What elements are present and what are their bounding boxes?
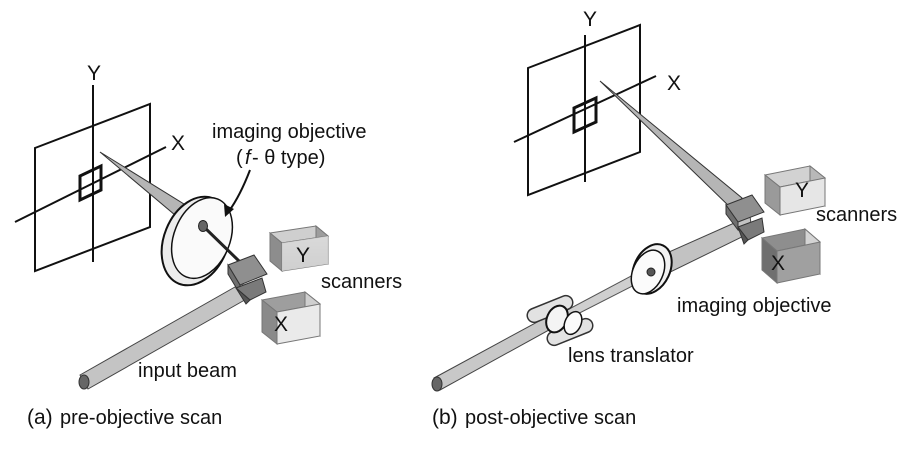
scanner-mirrors-b [725, 194, 765, 245]
objective-lens-a [160, 195, 242, 287]
svg-text:(: ( [236, 147, 243, 169]
scanner-box-x-b [760, 227, 822, 285]
axis-label-y-b: Y [583, 8, 597, 31]
svg-text:(b): (b) [432, 406, 458, 429]
svg-text:(a): (a) [27, 406, 53, 429]
scanner-box-y-b [763, 164, 827, 217]
image-plane-a [14, 85, 167, 273]
scanners-label-a: scanners [321, 271, 402, 293]
objective-label-b: imaging objective [677, 295, 832, 317]
panel-a: Y X imaging objective ( f - θ type) [14, 62, 402, 429]
scanner-box-x-a [260, 290, 322, 346]
x-axis-line-b [513, 75, 657, 143]
input-beam-label-a: input beam [138, 360, 237, 382]
axis-label-x-b: X [667, 72, 681, 95]
objective-label-a-line1: imaging objective [212, 121, 367, 143]
scan-spot-b [572, 95, 598, 135]
scanners-label-b: scanners [816, 204, 897, 226]
axis-label-y-a: Y [87, 62, 101, 85]
svg-text:f: f [245, 147, 253, 169]
scanner-mirrors-a [227, 254, 268, 305]
lens-translator-b [526, 294, 594, 347]
svg-text:- θ type): - θ type) [252, 147, 325, 169]
axis-label-x-a: X [171, 132, 185, 155]
caption-b: (b) post-objective scan [432, 406, 636, 429]
svg-text:post-objective scan: post-objective scan [465, 407, 636, 429]
svg-text:pre-objective scan: pre-objective scan [60, 407, 222, 429]
objective-lens-b [630, 243, 673, 295]
lens-translator-label-b: lens translator [568, 345, 694, 367]
input-beam-b [431, 313, 559, 392]
scanner-y-label-a: Y [296, 244, 310, 267]
scan-spot-a [78, 163, 103, 203]
panel-b: Y X [431, 8, 897, 429]
caption-a: (a) pre-objective scan [27, 406, 222, 429]
scanner-y-label-b: Y [795, 179, 809, 202]
scanner-x-label-a: X [274, 313, 288, 336]
scanner-x-label-b: X [771, 252, 785, 275]
objective-pointer-arrow-a [224, 169, 251, 217]
objective-label-a-line2: ( f - θ type) [236, 147, 325, 169]
x-axis-line-a [14, 146, 167, 223]
scanner-box-y-a [268, 224, 330, 273]
image-plane-b [513, 23, 657, 197]
